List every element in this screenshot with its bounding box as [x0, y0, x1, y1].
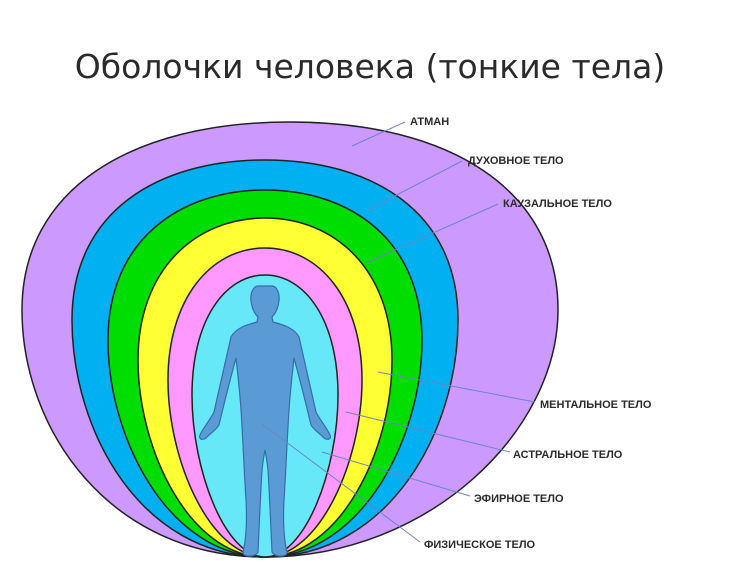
layer-label-spiritual: ДУХОВНОЕ ТЕЛО	[468, 155, 564, 167]
layer-shell-physical	[199, 285, 331, 557]
layer-label-astral: АСТРАЛЬНОЕ ТЕЛО	[513, 449, 623, 461]
pointer-astral	[345, 411, 511, 453]
layer-label-mental: МЕНТАЛЬНОЕ ТЕЛО	[540, 399, 652, 411]
human-silhouette	[199, 285, 331, 557]
layer-label-atman: АТМАН	[410, 116, 449, 128]
pointer-causal	[367, 203, 499, 263]
layer-label-etheric: ЭФИРНОЕ ТЕЛО	[474, 493, 564, 505]
pointer-etheric	[321, 451, 471, 497]
pointer-mental	[377, 371, 536, 403]
pointer-spiritual	[367, 160, 463, 211]
layer-label-physical: ФИЗИЧЕСКОЕ ТЕЛО	[424, 539, 536, 551]
pointer-atman	[351, 121, 406, 147]
pointer-physical	[261, 423, 421, 543]
layer-label-causal: КАУЗАЛЬНОЕ ТЕЛО	[503, 198, 612, 210]
diagram-title: Оболочки человека (тонкие тела)	[75, 47, 665, 86]
